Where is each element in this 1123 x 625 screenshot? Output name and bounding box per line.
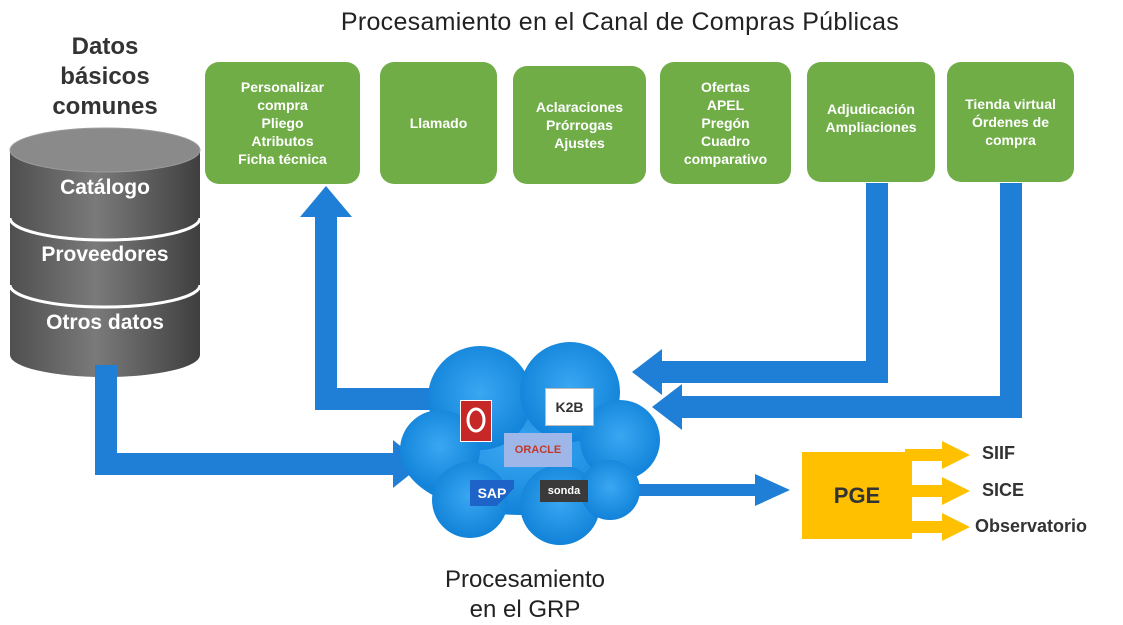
- pge-box: PGE: [802, 452, 912, 539]
- step-ofertas: Ofertas APEL Pregón Cuadro comparativo: [660, 62, 791, 184]
- destination-sice: SICE: [982, 480, 1025, 500]
- destination-arrows: [905, 441, 970, 541]
- step-line: Tienda virtual: [965, 96, 1056, 112]
- grp-label-line: Procesamiento: [444, 566, 606, 593]
- step-line: APEL: [706, 97, 745, 113]
- arrow-pge-to-observatorio: [905, 513, 970, 541]
- grp-logo-sap: SAP: [470, 480, 514, 506]
- database-title-line: Datos: [71, 33, 139, 60]
- step-line: Órdenes de: [971, 114, 1050, 130]
- grp-logo-oracle: ORACLE: [504, 433, 572, 467]
- arrow-tienda-to-grp: [652, 183, 1022, 430]
- grp-logo-red-icon: [460, 400, 492, 442]
- arrow-pge-to-sice: [905, 477, 970, 505]
- database-layer-label: Catálogo: [60, 176, 150, 199]
- step-line: compra: [985, 132, 1036, 148]
- diagram-title: Procesamiento en el Canal de Compras Púb…: [340, 8, 900, 36]
- step-line: compra: [257, 97, 308, 113]
- grp-logo-k2b: K2B: [545, 388, 594, 426]
- step-llamado: Llamado: [380, 62, 497, 184]
- database-cylinder: [8, 127, 202, 377]
- step-line: Personalizar: [240, 79, 325, 95]
- step-line: Cuadro: [701, 133, 750, 149]
- arrow-grp-to-personalizar: [300, 186, 465, 410]
- database-layer-label: Otros datos: [46, 311, 164, 334]
- step-line: comparativo: [683, 151, 768, 167]
- arrows: [95, 183, 1022, 506]
- database-title: Datos básicos comunes: [30, 32, 180, 122]
- arrow-database-to-grp: [95, 365, 423, 488]
- step-line: Pliego: [261, 115, 304, 131]
- step-line: Ajustes: [554, 135, 605, 151]
- arrow-adjudicacion-to-grp: [632, 183, 888, 395]
- step-line: Prórrogas: [546, 117, 613, 133]
- step-line: Adjudicación: [827, 101, 915, 117]
- step-line: Llamado: [409, 115, 468, 131]
- database-title-line: comunes: [52, 93, 158, 120]
- step-line: Aclaraciones: [535, 99, 624, 115]
- destination-siif: SIIF: [982, 443, 1016, 463]
- step-line: Atributos: [251, 133, 314, 149]
- database-title-line: básicos: [60, 63, 150, 90]
- grp-label: Procesamiento en el GRP: [390, 565, 660, 625]
- step-line: Ficha técnica: [238, 151, 327, 167]
- step-tienda-virtual: Tienda virtual Órdenes de compra: [947, 62, 1074, 182]
- database-layer-label: Proveedores: [41, 243, 169, 266]
- step-line: Ampliaciones: [825, 119, 917, 135]
- arrow-pge-to-siif: [905, 441, 970, 469]
- arrow-grp-to-pge: [610, 474, 790, 506]
- step-adjudicacion: Adjudicación Ampliaciones: [807, 62, 935, 182]
- step-aclaraciones: Aclaraciones Prórrogas Ajustes: [513, 66, 646, 184]
- step-personalizar-compra: Personalizar compra Pliego Atributos Fic…: [205, 62, 360, 184]
- grp-logo-sonda: sonda: [540, 480, 588, 502]
- step-line: Ofertas: [700, 79, 751, 95]
- step-line: Pregón: [701, 115, 750, 131]
- grp-label-line: en el GRP: [469, 596, 581, 623]
- destination-observatorio: Observatorio: [975, 516, 1088, 536]
